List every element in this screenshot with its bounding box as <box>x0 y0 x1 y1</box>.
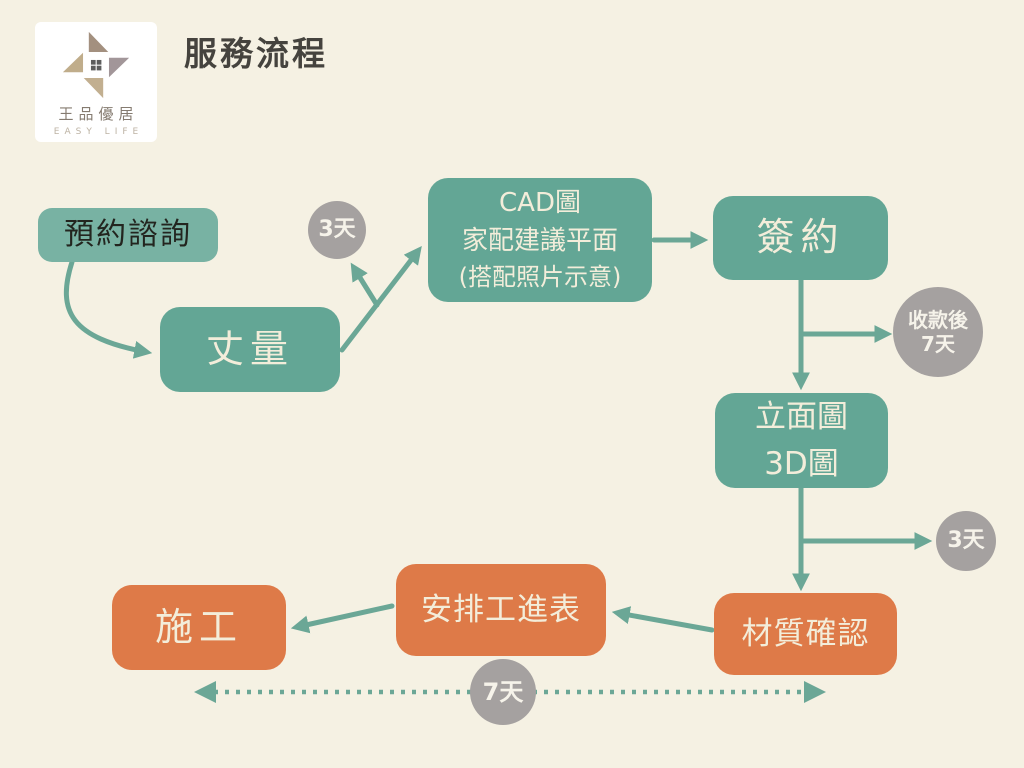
badge-7-days-bottom: 7天 <box>470 659 536 725</box>
node-sign-label: 簽約 <box>756 215 845 260</box>
node-consult-label: 預約諮詢 <box>64 217 192 253</box>
dotted-line-left-arrowhead <box>194 681 216 703</box>
node-cad-plan: CAD圖 家配建議平面 (搭配照片示意) <box>428 178 652 302</box>
badge-3-days-right-label: 3天 <box>947 527 985 553</box>
node-elevation-line1: 立面圖 <box>755 399 848 435</box>
node-measure: 丈量 <box>160 307 340 392</box>
page-title: 服務流程 <box>184 34 328 73</box>
badge-payment-line1: 收款後 <box>908 308 968 332</box>
badge-7-days-bottom-label: 7天 <box>482 677 524 706</box>
arrow-measure-to-days3-badge <box>350 262 380 308</box>
badge-3-days-top-label: 3天 <box>318 216 356 242</box>
node-consult: 預約諮詢 <box>38 208 218 262</box>
badge-3-days-top: 3天 <box>308 201 366 259</box>
arrow-schedule-to-construction <box>290 603 395 634</box>
arrow-consult-to-measure <box>63 259 153 359</box>
node-material-confirm: 材質確認 <box>714 593 897 675</box>
node-measure-label: 丈量 <box>205 326 294 371</box>
company-logo: 王品優居 EASY LIFE <box>35 22 157 142</box>
node-material-label: 材質確認 <box>741 615 870 652</box>
node-construction-label: 施工 <box>154 604 243 649</box>
node-cad-line1: CAD圖 <box>499 187 581 218</box>
logo-pinwheel-icon <box>62 31 130 99</box>
logo-name-zh: 王品優居 <box>58 105 139 123</box>
node-cad-line3: (搭配照片示意) <box>458 263 622 292</box>
badge-payment-line2: 7天 <box>921 332 955 356</box>
node-work-schedule: 安排工進表 <box>396 564 606 656</box>
badge-7-days-after-payment: 收款後 7天 <box>893 287 983 377</box>
node-elevation-3d: 立面圖 3D圖 <box>715 393 888 488</box>
node-construction: 施工 <box>112 585 286 670</box>
node-elevation-line2: 3D圖 <box>764 445 839 482</box>
arrow-material-to-schedule <box>611 606 715 633</box>
logo-name-en: EASY LIFE <box>53 127 144 137</box>
node-cad-line2: 家配建議平面 <box>461 225 618 256</box>
node-sign-contract: 簽約 <box>713 196 888 280</box>
arrow-measure-to-cad <box>339 246 422 353</box>
dotted-line-right-arrowhead <box>804 681 826 703</box>
badge-3-days-right: 3天 <box>936 511 996 571</box>
node-schedule-label: 安排工進表 <box>421 591 581 628</box>
